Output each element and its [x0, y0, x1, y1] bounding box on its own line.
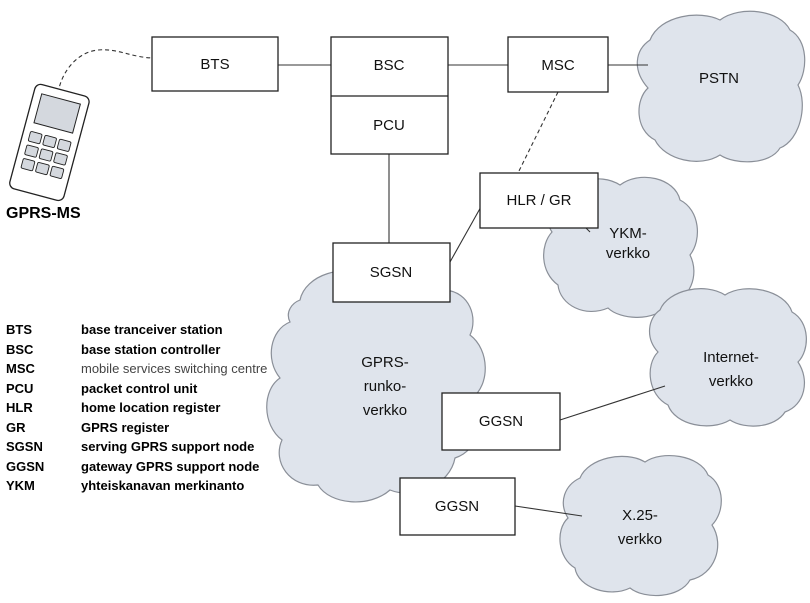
link-ggsn-x25: [514, 505, 583, 517]
cloud-ykm-label-2: verkko: [606, 245, 650, 262]
link-ms-bts: [57, 49, 156, 94]
node-msc: MSC: [507, 36, 609, 93]
cloud-internet: Internet- verkko: [649, 288, 807, 427]
legend-row: BTS base tranceiver station: [6, 320, 267, 340]
node-hlr-gr: HLR / GR: [479, 172, 599, 229]
node-ggsn-internet-label: GGSN: [479, 413, 523, 430]
node-ggsn-x25-label: GGSN: [435, 498, 479, 515]
node-sgsn-label: SGSN: [370, 264, 413, 281]
legend-row: GR GPRS register: [6, 418, 267, 438]
legend-row: BSC base station controller: [6, 340, 267, 360]
cloud-internet-label-2: verkko: [709, 373, 753, 390]
cloud-gprs-label-1: GPRS-: [361, 354, 409, 371]
legend-abbr: BTS: [6, 322, 32, 337]
node-bsc-label: BSC: [374, 57, 405, 74]
node-bts: BTS: [151, 36, 279, 92]
cloud-internet-label-1: Internet-: [703, 349, 759, 366]
legend: BTS base tranceiver station BSC base sta…: [6, 320, 267, 496]
cloud-x25-label-1: X.25-: [622, 507, 658, 524]
legend-row: YKM yhteiskanavan merkinanto: [6, 476, 267, 496]
node-ggsn-x25: GGSN: [399, 477, 516, 536]
legend-desc: yhteiskanavan merkinanto: [81, 478, 245, 493]
node-bsc-pcu: BSC PCU: [330, 36, 449, 155]
cloud-pstn-label: PSTN: [699, 70, 739, 87]
legend-row: HLR home location register: [6, 398, 267, 418]
legend-abbr: PCU: [6, 380, 34, 396]
cloud-x25: X.25- verkko: [559, 454, 722, 597]
link-msc-hlr: [517, 91, 559, 174]
legend-desc: base tranceiver station: [81, 322, 223, 337]
legend-abbr: GR: [6, 419, 26, 435]
cloud-gprs: GPRS- runko- verkko: [266, 267, 486, 503]
link-sgsn-hlr: [449, 204, 483, 263]
mobile-station-label: GPRS-MS: [6, 205, 81, 222]
node-hlr-gr-label: HLR / GR: [506, 192, 571, 209]
legend-abbr: HLR: [6, 400, 33, 415]
node-msc-label: MSC: [541, 57, 575, 74]
legend-desc: serving GPRS support node: [81, 439, 255, 454]
legend-abbr: SGSN: [6, 439, 43, 454]
legend-abbr: BSC: [6, 341, 34, 357]
legend-desc: home location register: [81, 400, 221, 415]
links: [57, 49, 666, 517]
node-sgsn: SGSN: [332, 242, 451, 303]
legend-desc: gateway GPRS support node: [81, 458, 260, 474]
cloud-ykm-label-1: YKM-: [609, 225, 647, 242]
node-pcu-label: PCU: [373, 117, 405, 134]
legend-desc: mobile services switching centre: [81, 361, 268, 376]
cloud-pstn: PSTN: [636, 10, 806, 163]
legend-row: GGSN gateway GPRS support node: [6, 457, 267, 477]
cloud-gprs-label-3: verkko: [363, 402, 407, 419]
link-ggsn-internet: [559, 385, 666, 421]
mobile-phone-icon: [9, 83, 90, 202]
legend-row: MSC mobile services switching centre: [6, 359, 267, 379]
node-bts-label: BTS: [200, 56, 229, 73]
legend-desc: base station controller: [81, 341, 221, 357]
legend-desc: packet control unit: [81, 380, 198, 396]
node-ggsn-internet: GGSN: [441, 392, 561, 451]
legend-abbr: MSC: [6, 361, 35, 376]
cloud-gprs-label-2: runko-: [364, 378, 407, 395]
legend-row: SGSN serving GPRS support node: [6, 437, 267, 457]
cloud-x25-label-2: verkko: [618, 531, 662, 548]
legend-row: PCU packet control unit: [6, 379, 267, 399]
legend-abbr: YKM: [6, 478, 35, 493]
legend-desc: GPRS register: [81, 419, 170, 435]
legend-abbr: GGSN: [6, 458, 45, 474]
